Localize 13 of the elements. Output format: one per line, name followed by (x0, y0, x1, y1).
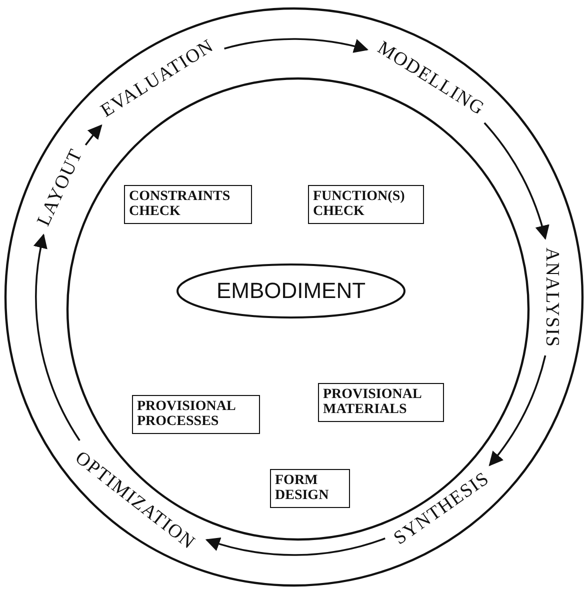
process-box: PROVISIONAL PROCESSES (132, 395, 260, 434)
arrow (205, 536, 386, 556)
process-box: FUNCTION(S) CHECK (308, 185, 424, 224)
central-ellipse: EMBODIMENT (176, 263, 406, 319)
arrow (84, 124, 102, 146)
process-box: PROVISIONAL MATERIALS (318, 383, 444, 422)
arrow (484, 122, 548, 240)
arrow (224, 38, 368, 54)
arrow (488, 355, 546, 466)
arrow (34, 234, 80, 441)
process-box: FORM DESIGN (270, 469, 350, 508)
process-box: CONSTRAINTS CHECK (124, 185, 252, 224)
stage-label: ANALYSIS (542, 246, 562, 348)
